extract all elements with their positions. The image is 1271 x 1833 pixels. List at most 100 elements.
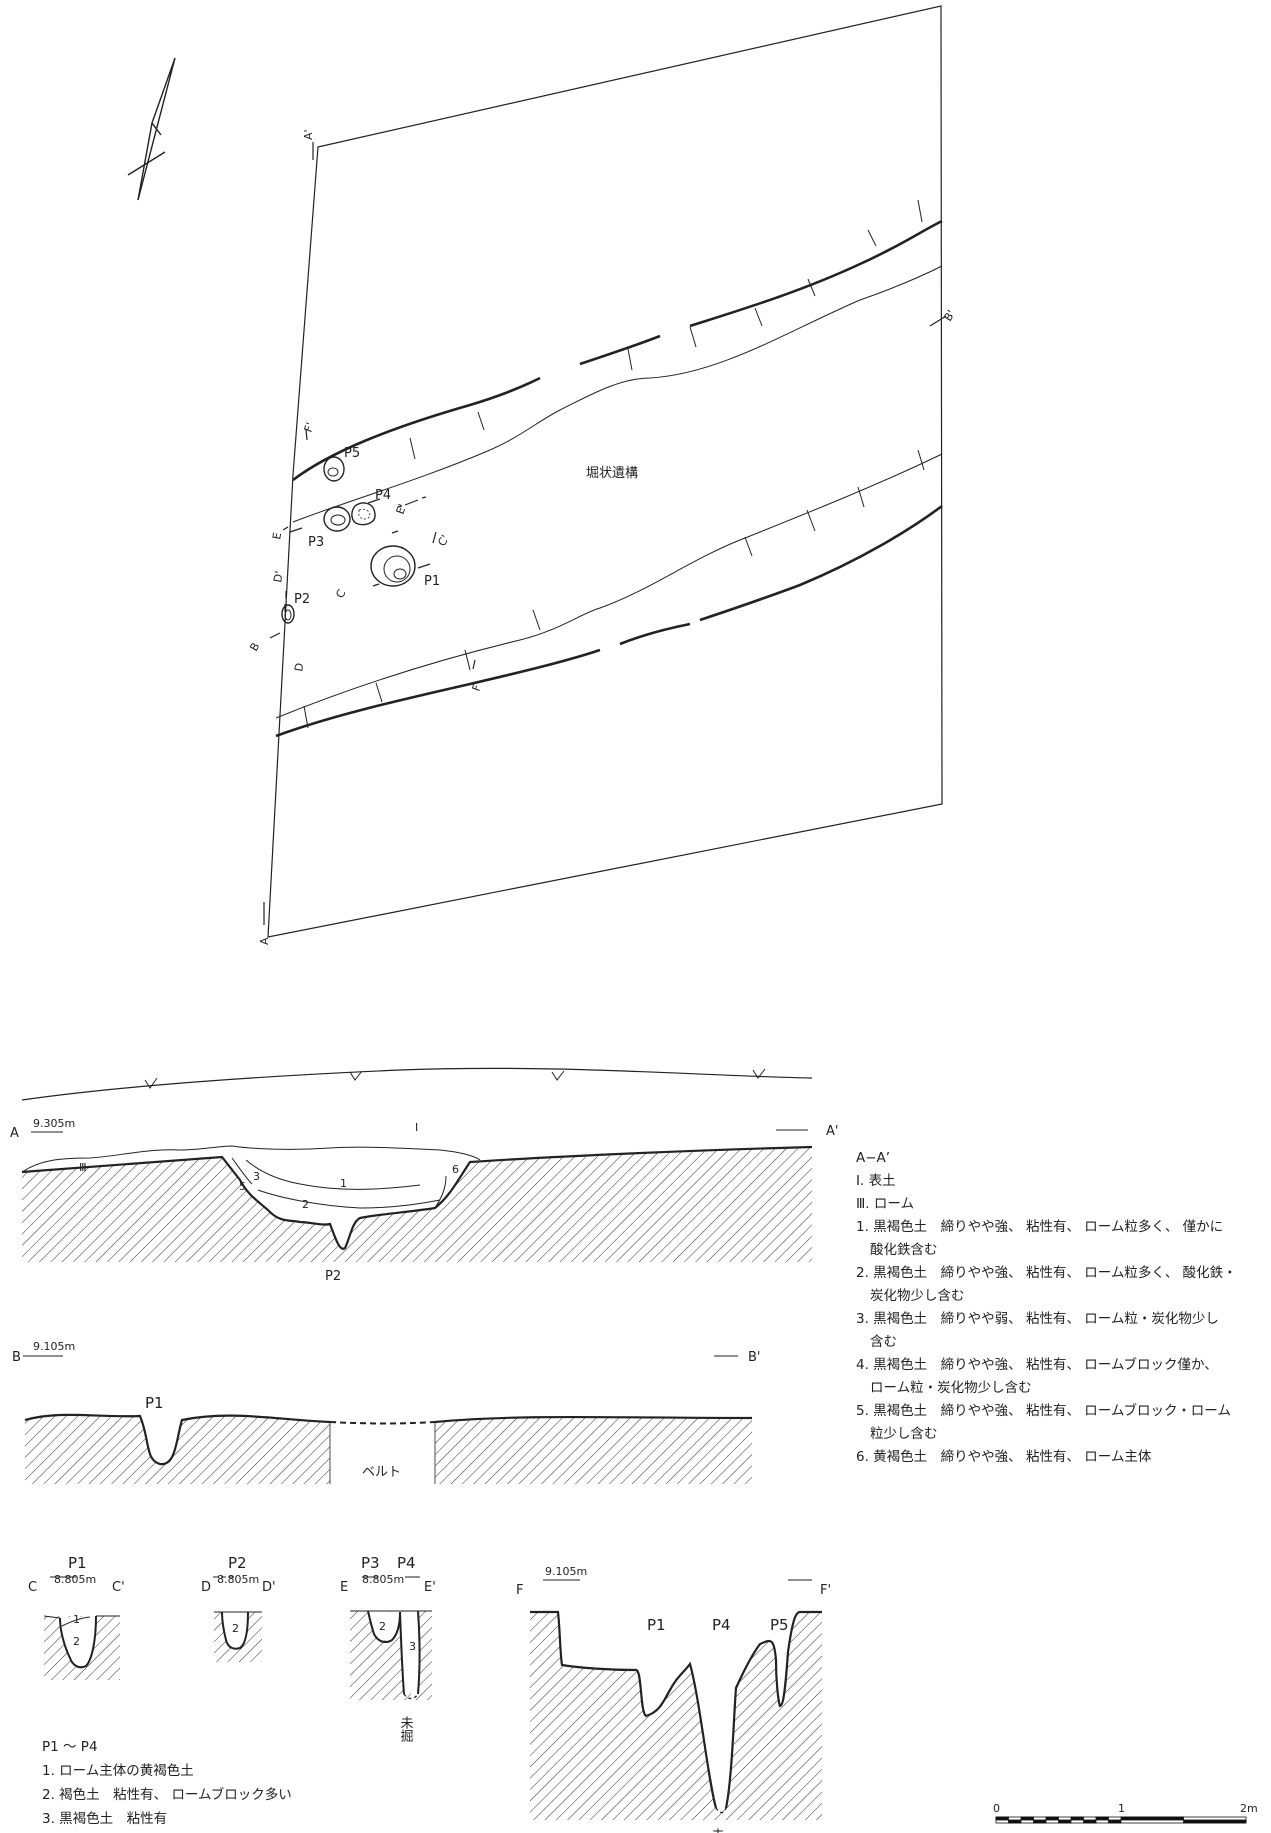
section-a-a: A 9.305m A' Ⅰ Ⅲ 1 2 3 5 6 P2 <box>10 1067 838 1284</box>
section-aa-start: A <box>10 1126 19 1141</box>
plan-label-c: C <box>333 587 348 600</box>
section-d-d: P2 D 8.805m D' 2 <box>201 1554 276 1662</box>
section-ee-end: E' <box>424 1580 436 1595</box>
ditch-edge-upper <box>292 219 943 482</box>
legend-aa-item: 3. 黒褐色土 締りやや弱、 粘性有、 ローム粒・炭化物少し <box>856 1311 1219 1327</box>
pit-label-p4: P4 <box>375 488 391 503</box>
legend-aa-item: 含む <box>870 1334 897 1350</box>
section-cc-layer-1: 1 <box>73 1613 80 1626</box>
pit-p2 <box>281 604 295 624</box>
section-cc-elevation: 8.805m <box>54 1573 96 1586</box>
section-ff-pit-p4: P4 <box>712 1616 731 1634</box>
section-ff-start: F <box>516 1583 523 1598</box>
layer-label-1: 1 <box>340 1177 347 1190</box>
section-dd-layer-2: 2 <box>232 1622 239 1635</box>
plan-label-c-prime: C' <box>435 533 452 549</box>
ditch-inner-lower <box>275 453 943 719</box>
legend-pits-title: P1 ～ P4 <box>42 1739 98 1755</box>
plan-label-d-prime: D' <box>271 570 286 584</box>
legend-aa-item: Ⅲ. ローム <box>856 1196 914 1212</box>
pit-label-p2: P2 <box>294 592 310 607</box>
section-b-b: B 9.105m B' P1 ベルト <box>12 1340 761 1484</box>
north-arrow-icon <box>127 57 176 201</box>
plan-label-b: B <box>247 640 262 653</box>
section-ee-start: E <box>340 1580 348 1595</box>
section-bb-belt-label: ベルト <box>362 1465 401 1480</box>
legend-pits-item: 1. ローム主体の黄褐色土 <box>42 1763 194 1779</box>
section-ff-pit-p1: P1 <box>647 1616 666 1634</box>
layer-label-6: 6 <box>452 1163 459 1176</box>
layer-label-2: 2 <box>302 1198 309 1211</box>
ditch-inner-upper <box>292 265 943 523</box>
legend-aa-item: 1. 黒褐色土 締りやや強、 粘性有、 ローム粒多く、 僅かに <box>856 1219 1224 1235</box>
pit-p5 <box>323 456 345 482</box>
pit-label-p3: P3 <box>308 535 324 550</box>
section-aa-end: A' <box>826 1124 838 1139</box>
section-dd-end: D' <box>262 1580 276 1595</box>
ditch-edge-lower <box>275 504 943 738</box>
section-bb-pit-label: P1 <box>145 1394 164 1412</box>
legend-aa-item: 5. 黒褐色土 締りやや強、 粘性有、 ロームブロック・ローム <box>856 1403 1231 1419</box>
plan-label-e-prime: E' <box>394 502 410 516</box>
plan-label-f-prime: F' <box>302 421 317 434</box>
plan-label-d: D <box>292 662 306 673</box>
pit-p1 <box>370 545 416 587</box>
scale-label-1: 1 <box>1118 1802 1125 1815</box>
section-bb-elevation: 9.105m <box>33 1340 75 1353</box>
plan-label-e: E <box>270 531 284 540</box>
legend-aa-item: 6. 黄褐色土 締りやや強、 粘性有、 ローム主体 <box>856 1449 1152 1465</box>
plan-label-b-prime: B' <box>941 308 958 324</box>
layer-label-iii: Ⅲ <box>79 1161 87 1174</box>
section-ff-pit-p5: P5 <box>770 1616 789 1634</box>
legend-pits: P1 ～ P4 1. ローム主体の黄褐色土 2. 褐色土 粘性有、 ロームブロッ… <box>42 1735 292 1831</box>
plan-label-f: F <box>470 683 484 693</box>
section-aa-elevation: 9.305m <box>33 1117 75 1130</box>
pit-p3 <box>323 506 351 532</box>
section-cc-end: C' <box>112 1580 125 1595</box>
plan-label-a: A <box>258 937 271 945</box>
legend-aa-item: 2. 黒褐色土 締りやや強、 粘性有、 ローム粒多く、 酸化鉄・ <box>856 1265 1237 1281</box>
legend-aa-item: 粒少し含む <box>870 1426 938 1442</box>
section-ff-note: 未掘 <box>709 1828 725 1833</box>
section-cc-title: P1 <box>68 1554 87 1572</box>
legend-aa-title: A−A’ <box>856 1150 891 1166</box>
section-ee-title-p3: P3 <box>361 1554 380 1572</box>
pit-label-p1: P1 <box>424 574 440 589</box>
legend-aa-item: 炭化物少し含む <box>870 1288 965 1304</box>
section-dd-title: P2 <box>228 1554 247 1572</box>
section-ff-end: F' <box>820 1583 831 1598</box>
section-ee-note: 未掘 <box>398 1716 414 1742</box>
scale-label-2m: 2m <box>1240 1802 1258 1815</box>
legend-aa-item: 4. 黒褐色土 締りやや強、 粘性有、 ロームブロック僅か、 <box>856 1357 1218 1373</box>
excavation-boundary <box>267 5 943 938</box>
section-c-c: P1 C 8.805m C' 1 2 <box>28 1554 125 1680</box>
section-f-f: F 9.105m F' P1 P4 P5 未掘 <box>516 1565 831 1833</box>
section-ff-elevation: 9.105m <box>545 1565 587 1578</box>
section-bb-start: B <box>12 1350 21 1365</box>
section-cc-layer-2: 2 <box>73 1635 80 1648</box>
pit-label-p5: P5 <box>344 446 360 461</box>
section-ee-layer-2: 2 <box>379 1620 386 1633</box>
section-ee-elevation: 8.805m <box>362 1573 404 1586</box>
section-ee-layer-3: 3 <box>409 1640 416 1653</box>
pit-p4 <box>351 502 376 526</box>
plan-view <box>263 5 947 938</box>
layer-label-5: 5 <box>239 1180 246 1193</box>
legend-aa-item: 酸化鉄含む <box>870 1242 938 1258</box>
section-ee-title-p4: P4 <box>397 1554 416 1572</box>
section-aa-pit-label: P2 <box>325 1269 341 1284</box>
legend-pits-item: 2. 褐色土 粘性有、 ロームブロック多い <box>42 1787 292 1803</box>
section-dd-start: D <box>201 1580 211 1595</box>
feature-label: 堀状遺構 <box>586 466 638 481</box>
layer-label-i: Ⅰ <box>415 1121 418 1134</box>
legend-aa-item: ローム粒・炭化物少し含む <box>870 1380 1032 1396</box>
scale-label-0: 0 <box>993 1802 1000 1815</box>
scale-bar: 0 1 2m <box>993 1802 1258 1824</box>
legend-pits-item: 3. 黒褐色土 粘性有 <box>42 1811 168 1827</box>
section-cc-start: C <box>28 1580 37 1595</box>
legend-aa-item: Ⅰ. 表土 <box>856 1173 896 1189</box>
layer-label-3: 3 <box>253 1170 260 1183</box>
plan-label-a-prime: A' <box>302 129 315 140</box>
legend-aa: A−A’ Ⅰ. 表土 Ⅲ. ローム 1. 黒褐色土 締りやや強、 粘性有、 ロー… <box>856 1147 1237 1469</box>
